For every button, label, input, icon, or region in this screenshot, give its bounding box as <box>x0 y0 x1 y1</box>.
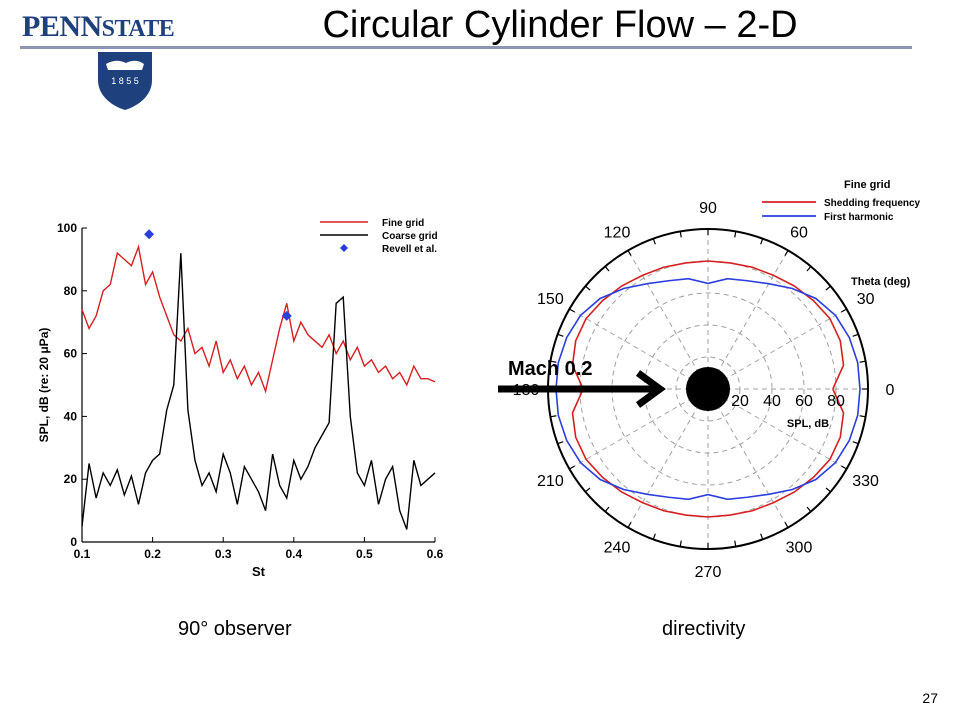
legend-label: Revell et al. <box>382 244 437 255</box>
left-chart-caption: 90° observer <box>178 618 292 640</box>
polar-radius-label: 20 <box>731 393 749 410</box>
polar-angle-tick <box>550 415 557 418</box>
shield-year: 1 8 5 5 <box>111 76 139 86</box>
right-chart-caption: directivity <box>662 618 746 640</box>
y-axis-label: SPL, dB (re: 20 μPa) <box>37 328 51 443</box>
directivity-polar-chart: 030609012015018021024027030033020406080S… <box>498 179 921 581</box>
polar-angle-tick <box>585 487 591 493</box>
polar-angle-tick <box>679 231 682 238</box>
series-line-coarse-grid <box>81 253 436 530</box>
polar-angle-tick <box>734 540 737 547</box>
polar-grid-spoke <box>627 388 709 528</box>
polar-angle-label: 330 <box>852 473 879 490</box>
polar-angle-tick <box>557 333 564 337</box>
x-axis-label: St <box>252 564 266 579</box>
angle-axis-title: Theta (deg) <box>851 276 911 288</box>
polar-angle-label: 90 <box>699 200 717 217</box>
legend-label: Coarse grid <box>382 231 438 242</box>
polar-angle-tick <box>734 231 737 238</box>
flow-arrow-head <box>635 370 666 408</box>
polar-angle-tick <box>760 238 764 245</box>
polar-angle-label: 300 <box>786 540 813 557</box>
x-tick-label: 0.3 <box>215 547 232 561</box>
polar-angle-tick <box>627 250 632 256</box>
legend-swatch <box>340 244 348 252</box>
polar-grid-spoke <box>627 250 709 390</box>
polar-angle-tick <box>784 250 789 256</box>
y-tick-label: 40 <box>64 409 78 423</box>
polar-angle-tick <box>679 540 682 547</box>
polar-angle-label: 0 <box>886 382 895 399</box>
cylinder-shape <box>686 367 730 411</box>
polar-angle-label: 210 <box>537 473 564 490</box>
polar-angle-tick <box>852 441 859 445</box>
x-tick-label: 0.1 <box>74 547 91 561</box>
revell-data-point <box>281 310 292 321</box>
polar-angle-tick <box>550 360 557 363</box>
legend-title: Fine grid <box>844 179 890 191</box>
polar-angle-tick <box>569 465 575 470</box>
polar-angle-tick <box>825 487 831 493</box>
polar-angle-tick <box>604 506 610 512</box>
polar-angle-label: 30 <box>857 291 875 308</box>
mach-annotation: Mach 0.2 <box>508 358 592 380</box>
polar-angle-tick <box>806 506 812 512</box>
y-tick-label: 0 <box>70 535 77 549</box>
legend-label: Shedding frequency <box>824 198 921 209</box>
x-tick-label: 0.4 <box>285 547 302 561</box>
polar-angle-tick <box>569 308 575 313</box>
shield-icon: 1 8 5 5 <box>98 52 152 110</box>
spl-vs-strouhal-chart: 0 20 40 60 80 100 0.1 0.2 0.3 0.4 0.5 0.6 Fine gri… <box>37 218 444 579</box>
polar-angle-tick <box>784 522 789 528</box>
polar-angle-tick <box>760 533 764 540</box>
slide-title: Circular Cylinder Flow – 2-D <box>322 4 798 46</box>
polar-angle-tick <box>627 522 632 528</box>
polar-radius-label: 60 <box>795 393 813 410</box>
revell-data-point <box>144 229 155 240</box>
polar-angle-tick <box>841 308 847 313</box>
polar-grid-spoke <box>707 250 789 390</box>
legend-label: First harmonic <box>824 212 894 223</box>
polar-angle-tick <box>604 266 610 272</box>
polar-angle-label: 120 <box>604 224 631 241</box>
polar-radius-label: 80 <box>827 393 845 410</box>
polar-angle-tick <box>825 285 831 291</box>
polar-angle-tick <box>652 238 656 245</box>
pennstate-logo: PENNSTATE <box>22 10 175 44</box>
y-tick-label: 100 <box>57 221 77 235</box>
title-divider <box>20 46 912 49</box>
polar-angle-label: 60 <box>790 224 808 241</box>
logo-text-state: STATE <box>101 16 175 42</box>
x-tick-label: 0.6 <box>427 547 444 561</box>
page-number: 27 <box>922 690 938 706</box>
polar-radius-label: 40 <box>763 393 781 410</box>
radius-axis-title: SPL, dB <box>787 418 829 430</box>
polar-angle-label: 150 <box>537 291 564 308</box>
polar-angle-label: 270 <box>695 564 722 581</box>
y-tick-label: 60 <box>64 347 78 361</box>
polar-angle-tick <box>852 333 859 337</box>
legend-label: Fine grid <box>382 218 424 229</box>
y-tick-label: 80 <box>64 284 78 298</box>
polar-angle-tick <box>557 441 564 445</box>
series-line-fine-grid <box>81 244 436 394</box>
x-tick-label: 0.5 <box>356 547 373 561</box>
polar-angle-tick <box>841 465 847 470</box>
logo-text-penn: PENN <box>22 10 102 43</box>
y-tick-label: 20 <box>64 472 78 486</box>
polar-angle-label: 240 <box>604 540 631 557</box>
x-tick-label: 0.2 <box>144 547 161 561</box>
polar-angle-tick <box>585 285 591 291</box>
polar-grid-spoke <box>707 308 847 390</box>
polar-angle-tick <box>806 266 812 272</box>
polar-angle-tick <box>652 533 656 540</box>
polar-angle-tick <box>859 415 866 418</box>
polar-angle-tick <box>859 360 866 363</box>
